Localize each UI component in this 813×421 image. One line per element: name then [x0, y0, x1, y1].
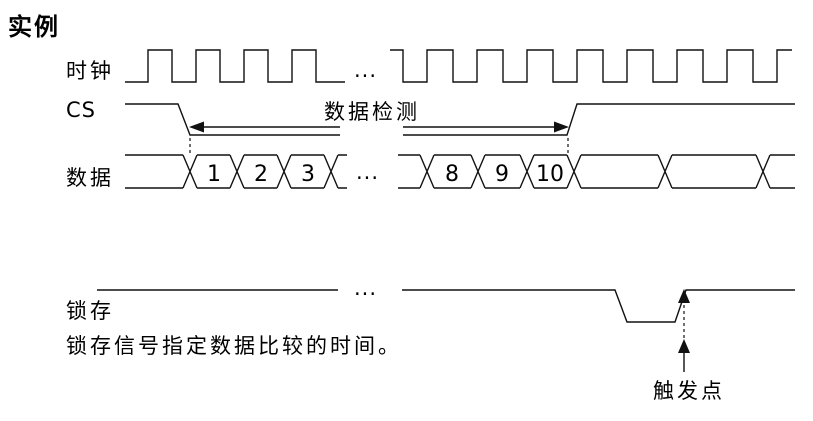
- data-waveform-right: [398, 154, 795, 189]
- clock-waveform-right: [390, 49, 792, 83]
- data-cell-value: 8: [445, 162, 459, 187]
- trigger-point-label: 触发点: [653, 379, 725, 403]
- detect-arrowhead-right-icon: [554, 121, 569, 133]
- latch-ellipsis: ...: [354, 276, 377, 300]
- clock-waveform-left: [125, 49, 345, 83]
- trigger-arrowhead-lower-icon: [678, 339, 690, 353]
- data-cell-value: 2: [254, 162, 268, 187]
- data-cell-value: 10: [536, 162, 564, 187]
- data-detect-annotation: 数据检测: [189, 100, 569, 133]
- clock-ellipsis: ...: [354, 58, 377, 82]
- caption-text: 锁存信号指定数据比较的时间。: [66, 334, 402, 358]
- cs-waveform-right: [403, 103, 795, 136]
- data-cell-value: 9: [495, 162, 509, 187]
- cs-signal-label: CS: [66, 98, 96, 122]
- data-ellipsis: ...: [356, 160, 379, 184]
- clock-waveform: ...: [125, 49, 792, 83]
- data-waveform: 1 2 3 ... 8 9 10: [125, 154, 795, 189]
- latch-signal-label: 锁存: [66, 299, 114, 323]
- cs-waveform: [125, 103, 795, 155]
- page-title: 实例: [8, 13, 60, 41]
- data-signal-label: 数据: [66, 166, 114, 190]
- detect-arrowhead-left-icon: [189, 121, 204, 133]
- cs-waveform-left: [125, 103, 340, 136]
- data-waveform-left: [125, 154, 347, 189]
- trigger-arrowhead-upper-icon: [678, 289, 690, 303]
- data-cell-value: 3: [301, 162, 315, 187]
- data-detect-label: 数据检测: [324, 100, 420, 124]
- latch-waveform: ...: [97, 276, 795, 323]
- latch-waveform-right: [402, 289, 795, 323]
- trigger-point-annotation: 触发点: [653, 289, 725, 403]
- clock-signal-label: 时钟: [66, 59, 114, 83]
- data-cell-value: 1: [207, 162, 221, 187]
